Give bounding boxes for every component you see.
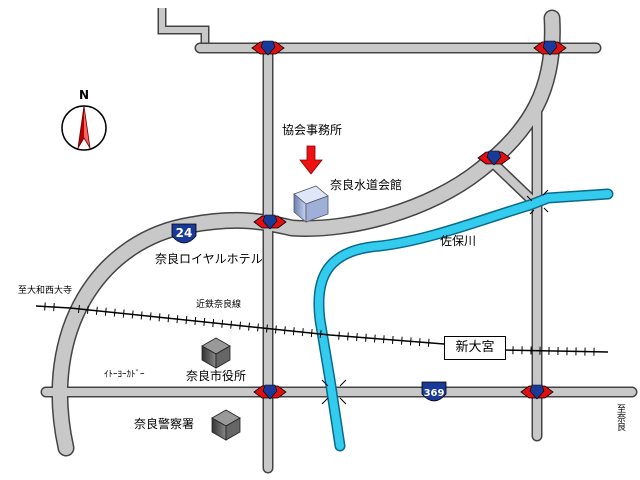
- roads-fill: [42, 11, 636, 472]
- label-river: 佐保川: [440, 234, 477, 248]
- minor-road: [157, 8, 210, 48]
- label-ito-yokado: ｲﾄｰﾖｰｶﾄﾞｰ: [104, 370, 145, 380]
- building-icon: [211, 409, 241, 441]
- bridge-marks: [321, 189, 549, 405]
- building-icon: [293, 185, 329, 223]
- station-sign-shin-omiya: 新大宮: [444, 336, 506, 360]
- label-to-yamato-saidaiji: 至大和西大寺: [18, 286, 73, 296]
- traffic-signal-icon: [477, 150, 511, 166]
- label-police: 奈良警察署: [134, 417, 195, 431]
- traffic-signal-icon: [533, 40, 567, 56]
- label-kintetsu-line: 近鉄奈良線: [196, 300, 242, 310]
- label-hotel: 奈良ロイヤルホテル: [155, 252, 263, 266]
- route-24-number: 24: [176, 226, 193, 240]
- route-shield-icon: 24: [171, 223, 197, 244]
- label-water-hall: 奈良水道会館: [330, 178, 403, 192]
- compass-north-label: N: [79, 88, 89, 102]
- label-association-office: 協会事務所: [282, 123, 343, 137]
- traffic-signal-icon: [253, 384, 287, 400]
- river-saho: [313, 188, 614, 452]
- traffic-signal-icon: [253, 214, 287, 230]
- route-369-number: 369: [424, 388, 445, 399]
- building-icon: [201, 337, 231, 369]
- label-to-nara: 至奈良: [615, 404, 625, 431]
- traffic-signals: [251, 40, 567, 400]
- down-arrow-icon: [299, 145, 323, 175]
- route-shield-icon: 369: [421, 381, 447, 402]
- traffic-signal-icon: [520, 384, 554, 400]
- label-city-hall: 奈良市役所: [186, 369, 247, 383]
- north-compass-icon: [61, 105, 107, 151]
- traffic-signal-icon: [251, 40, 285, 56]
